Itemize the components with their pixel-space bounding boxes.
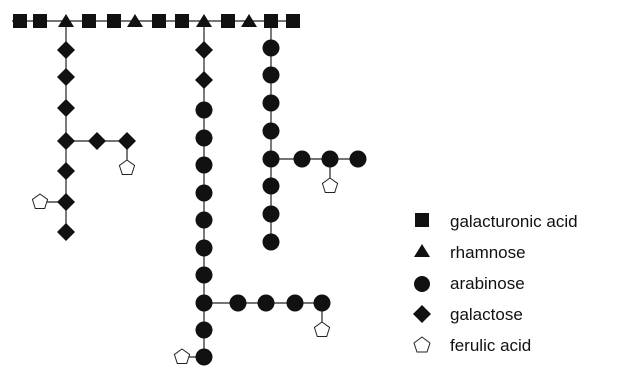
arabinose-residue bbox=[293, 150, 311, 168]
galactose-residue bbox=[57, 193, 75, 211]
galactose-residue bbox=[118, 132, 136, 150]
galacturonic-acid-residue bbox=[175, 14, 189, 28]
legend-label: rhamnose bbox=[450, 243, 526, 262]
galacturonic-acid-residue bbox=[264, 14, 278, 28]
galactose-residue bbox=[57, 99, 75, 117]
legend-label: ferulic acid bbox=[450, 336, 531, 355]
arabinose-residue bbox=[262, 39, 280, 57]
rhamnose-residue bbox=[241, 14, 257, 27]
arabinose-residue bbox=[262, 66, 280, 84]
ferulic-acid-residue bbox=[118, 159, 136, 175]
arabinose-residue bbox=[195, 321, 213, 339]
legend-pentagon-icon bbox=[413, 336, 431, 353]
arabinose-residue bbox=[195, 266, 213, 284]
arabinose-residue bbox=[195, 101, 213, 119]
arabinose-residue bbox=[195, 348, 213, 366]
galactose-residue bbox=[57, 68, 75, 86]
galacturonic-acid-residue bbox=[107, 14, 121, 28]
arabinose-residue bbox=[321, 150, 339, 168]
galactose-residue bbox=[88, 132, 106, 150]
galacturonic-acid-residue bbox=[13, 14, 27, 28]
legend-item-galacturonic-acid: galacturonic acid bbox=[415, 212, 578, 231]
arabinose-residue bbox=[195, 184, 213, 202]
galacturonic-acid-residue bbox=[221, 14, 235, 28]
legend-item-ferulic-acid: ferulic acid bbox=[413, 336, 531, 355]
arabinose-residue bbox=[195, 239, 213, 257]
legend-label: galactose bbox=[450, 305, 523, 324]
rhamnose-residue bbox=[58, 14, 74, 27]
residues bbox=[13, 14, 367, 366]
rhamnose-residue bbox=[196, 14, 212, 27]
galactose-residue bbox=[195, 71, 213, 89]
galacturonic-acid-residue bbox=[152, 14, 166, 28]
legend-circle-icon bbox=[414, 276, 430, 292]
legend-diamond-icon bbox=[413, 305, 431, 323]
galactose-residue bbox=[57, 41, 75, 59]
ferulic-acid-residue bbox=[313, 321, 331, 337]
galacturonic-acid-residue bbox=[286, 14, 300, 28]
arabinose-residue bbox=[262, 94, 280, 112]
arabinose-residue bbox=[229, 294, 247, 312]
legend-label: galacturonic acid bbox=[450, 212, 578, 231]
galactose-residue bbox=[57, 132, 75, 150]
ferulic-acid-residue bbox=[321, 177, 339, 193]
arabinose-residue bbox=[262, 205, 280, 223]
arabinose-residue bbox=[286, 294, 304, 312]
arabinose-residue bbox=[195, 156, 213, 174]
arabinose-residue bbox=[262, 177, 280, 195]
arabinose-residue bbox=[195, 129, 213, 147]
legend-item-galactose: galactose bbox=[413, 305, 523, 324]
galacturonic-acid-residue bbox=[82, 14, 96, 28]
legend: galacturonic acid rhamnose arabinose gal… bbox=[413, 212, 578, 355]
galactose-residue bbox=[57, 223, 75, 241]
arabinose-residue bbox=[349, 150, 367, 168]
arabinose-residue bbox=[262, 122, 280, 140]
arabinose-residue bbox=[313, 294, 331, 312]
arabinose-residue bbox=[262, 233, 280, 251]
legend-triangle-icon bbox=[414, 244, 430, 257]
ferulic-acid-residue bbox=[31, 193, 49, 209]
galacturonic-acid-residue bbox=[33, 14, 47, 28]
galactose-residue bbox=[195, 41, 213, 59]
legend-square-icon bbox=[415, 213, 429, 227]
legend-label: arabinose bbox=[450, 274, 525, 293]
ferulic-acid-residue bbox=[173, 348, 191, 364]
legend-item-arabinose: arabinose bbox=[414, 274, 525, 293]
legend-item-rhamnose: rhamnose bbox=[414, 243, 526, 262]
galactose-residue bbox=[57, 162, 75, 180]
arabinose-residue bbox=[262, 150, 280, 168]
arabinose-residue bbox=[195, 211, 213, 229]
arabinose-residue bbox=[195, 294, 213, 312]
rhamnose-residue bbox=[127, 14, 143, 27]
arabinose-residue bbox=[257, 294, 275, 312]
